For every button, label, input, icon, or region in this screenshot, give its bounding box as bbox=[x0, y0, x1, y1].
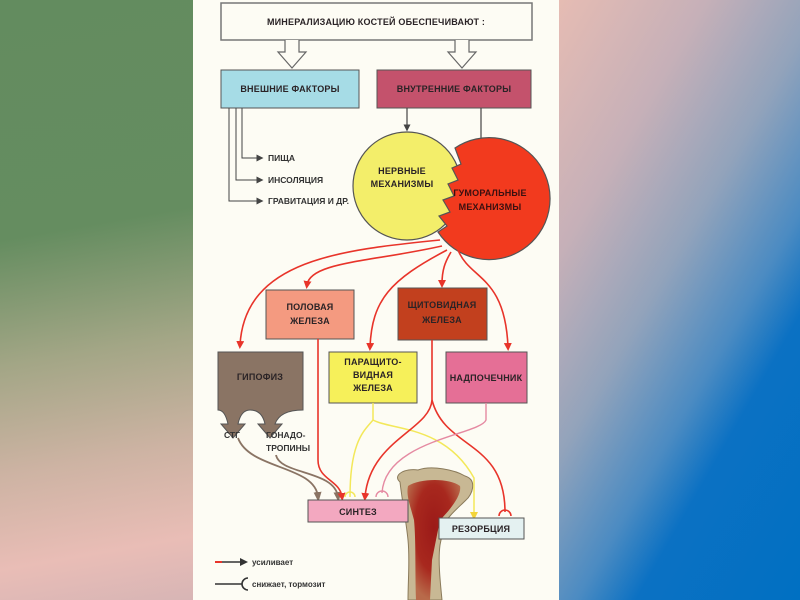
legend: усиливает снижает, тормозит bbox=[215, 558, 325, 591]
internal-factors-box: ВНУТРЕННИЕ ФАКТОРЫ bbox=[376, 69, 532, 109]
title-text: МИНЕРАЛИЗАЦИЮ КОСТЕЙ ОБЕСПЕЧИВАЮТ : bbox=[267, 16, 485, 27]
external-factor-lines bbox=[228, 108, 264, 205]
hormone-stg: СТГ bbox=[224, 430, 240, 440]
inhibit-icon bbox=[241, 577, 249, 591]
factor-food: ПИЩА bbox=[268, 153, 295, 163]
thyroid-line2: ЖЕЛЕЗА bbox=[421, 315, 462, 325]
factor-insolation: ИНСОЛЯЦИЯ bbox=[268, 175, 323, 185]
humoral-line2: МЕХАНИЗМЫ bbox=[459, 202, 522, 212]
adrenal-gland-box: НАДПОЧЕЧНИК bbox=[445, 351, 528, 404]
brown-hormone-arrows bbox=[237, 437, 342, 502]
gonad-red-arrow bbox=[317, 339, 346, 501]
background-right-gradient bbox=[559, 0, 800, 600]
legend-reduces: снижает, тормозит bbox=[215, 577, 325, 591]
bone-illustration bbox=[397, 467, 474, 600]
hormone-gonadotropins-line2: ТРОПИНЫ bbox=[266, 443, 310, 453]
factor-gravitation: ГРАВИТАЦИЯ И ДР. bbox=[268, 196, 349, 206]
hollow-arrow-left bbox=[276, 40, 308, 69]
gonad-gland-box: ПОЛОВАЯ ЖЕЛЕЗА bbox=[265, 289, 355, 340]
parathyroid-line2: ВИДНАЯ bbox=[353, 370, 393, 380]
adrenal-label: НАДПОЧЕЧНИК bbox=[450, 373, 523, 383]
title-box: МИНЕРАЛИЗАЦИЮ КОСТЕЙ ОБЕСПЕЧИВАЮТ : bbox=[220, 2, 533, 41]
humoral-line1: ГУМОРАЛЬНЫЕ bbox=[453, 188, 526, 198]
resorption-label: РЕЗОРБЦИЯ bbox=[452, 524, 510, 534]
legend-enhances-text: усиливает bbox=[252, 558, 293, 567]
arrow-icon bbox=[240, 558, 248, 566]
adrenal-pink-line bbox=[375, 403, 487, 498]
internal-factors-label: ВНУТРЕННИЕ ФАКТОРЫ bbox=[397, 84, 511, 94]
pituitary-gland-shape: ГИПОФИЗ bbox=[217, 351, 304, 439]
pituitary-label: ГИПОФИЗ bbox=[237, 372, 283, 382]
legend-reduces-text: снижает, тормозит bbox=[252, 580, 325, 589]
background-left-gradient bbox=[0, 0, 193, 600]
hollow-arrow-right bbox=[446, 40, 478, 69]
gonad-line2: ЖЕЛЕЗА bbox=[289, 316, 330, 326]
synthesis-label: СИНТЕЗ bbox=[339, 507, 377, 517]
external-factors-label: ВНЕШНИЕ ФАКТОРЫ bbox=[240, 84, 339, 94]
nervous-line1: НЕРВНЫЕ bbox=[378, 166, 426, 176]
external-factors-box: ВНЕШНИЕ ФАКТОРЫ bbox=[220, 69, 360, 109]
humoral-red-arrows bbox=[236, 239, 512, 351]
parathyroid-gland-box: ПАРАЩИТО- ВИДНАЯ ЖЕЛЕЗА bbox=[328, 351, 418, 404]
thyroid-red-lines bbox=[361, 340, 512, 517]
nervous-line2: МЕХАНИЗМЫ bbox=[371, 179, 434, 189]
parathyroid-line3: ЖЕЛЕЗА bbox=[352, 383, 393, 393]
parathyroid-yellow-lines bbox=[344, 403, 478, 520]
resorption-box: РЕЗОРБЦИЯ bbox=[438, 517, 525, 540]
external-factors-rect bbox=[220, 69, 360, 109]
humoral-mechanisms-circle: ГУМОРАЛЬНЫЕ МЕХАНИЗМЫ bbox=[437, 137, 551, 261]
parathyroid-line1: ПАРАЩИТО- bbox=[344, 357, 401, 367]
synthesis-box: СИНТЕЗ bbox=[307, 499, 409, 523]
thyroid-gland-box: ЩИТОВИДНАЯ ЖЕЛЕЗА bbox=[397, 287, 488, 341]
hormone-gonadotropins-line1: ГОНАДО- bbox=[266, 430, 306, 440]
gonad-line1: ПОЛОВАЯ bbox=[287, 302, 334, 312]
legend-enhances: усиливает bbox=[215, 558, 293, 567]
thyroid-line1: ЩИТОВИДНАЯ bbox=[408, 300, 477, 310]
